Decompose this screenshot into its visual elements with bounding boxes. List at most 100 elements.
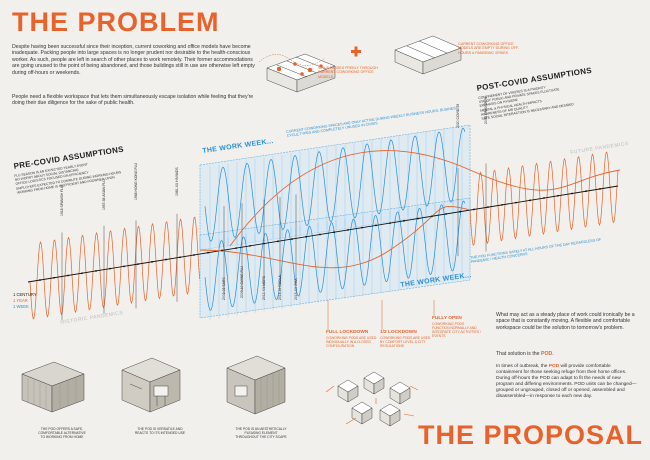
timeline-point xyxy=(347,229,349,231)
year-label: 20XX UNKNOWN xyxy=(484,96,488,124)
year-label: 2002-03 SARS xyxy=(222,277,226,300)
phase-fully-open: FULLY OPEN COWORKING PODS FUNCTION NORMA… xyxy=(432,316,482,338)
timeline-point xyxy=(53,276,55,279)
timeline-point xyxy=(431,215,433,218)
weekly-wave-top xyxy=(204,127,466,242)
year-label: 2014-16 EBOLA xyxy=(278,275,282,300)
pod-cityscape-illustration xyxy=(226,355,286,415)
timeline-point xyxy=(529,199,531,202)
year-label: 2012-XX MERS xyxy=(262,276,266,300)
phase-full-lockdown: FULL LOCKDOWN COWORKING PODS ARE USED IN… xyxy=(326,330,378,348)
timeline-axis xyxy=(27,185,619,283)
timeline-point xyxy=(459,210,461,213)
timeline-point xyxy=(81,272,83,275)
timeline-point xyxy=(543,197,545,199)
legend-century: 1 CENTURY xyxy=(13,292,37,297)
timeline-point xyxy=(473,208,475,211)
office-model-caption: CURRENT COWORKING OFFICE MODELS ARE EMPT… xyxy=(458,42,520,55)
timeline-point xyxy=(193,254,195,256)
phase-text: COWORKING PODS ARE USED INDIVIDUALLY IN … xyxy=(326,335,377,348)
timeline-point xyxy=(501,203,503,206)
timeline-point xyxy=(291,238,293,240)
legend-week: 1 WEEK xyxy=(13,304,29,309)
pod-cluster-diagram xyxy=(325,372,419,427)
timeline-point xyxy=(207,251,209,254)
timeline-point xyxy=(375,224,377,227)
pod-versatile-illustration xyxy=(121,357,181,413)
timeline-point xyxy=(487,206,489,209)
coworking-virus-diagram xyxy=(258,35,462,93)
timeline-point xyxy=(585,190,587,193)
timeline-point xyxy=(235,247,237,250)
timeline-point xyxy=(221,249,223,252)
pod-home-illustration xyxy=(21,361,85,413)
timeline-point xyxy=(599,188,601,190)
year-label: 2020 COVID-19 xyxy=(456,103,460,128)
proposal-title: THE PROPOSAL xyxy=(418,420,644,450)
problem-title: THE PROBLEM xyxy=(12,7,220,37)
problem-paragraph-1: Despite having been successful since the… xyxy=(12,44,255,76)
phase-text: COWORKING PODS ARE USED BY COMFORT LEVEL… xyxy=(380,335,431,348)
legend-year: 1 YEAR xyxy=(13,298,28,303)
timeline-point xyxy=(305,235,307,238)
year-label: 1918 SPANISH FLU xyxy=(60,185,64,216)
yearly-wave-left xyxy=(29,216,200,320)
weekly-wave-bottom xyxy=(204,200,466,311)
pod-illustrations xyxy=(21,355,286,415)
phase-text: COWORKING PODS FUNCTION NORMALLY AND INT… xyxy=(432,321,481,339)
phase-half-lockdown: 1/2 LOCKDOWN COWORKING PODS ARE USED BY … xyxy=(380,330,432,348)
detail-rest: will provide comfortable containment for… xyxy=(496,364,637,399)
year-label: 2009-10 SWINE FLU xyxy=(240,266,244,298)
solution-prefix: That solution is the xyxy=(496,351,541,357)
timeline-point xyxy=(109,267,111,270)
phase-heading: FULLY OPEN xyxy=(432,316,462,321)
timeline-point xyxy=(263,242,265,245)
timeline-point xyxy=(515,201,517,204)
timeline-point xyxy=(445,213,447,215)
timescale-legend: 1 CENTURY 1 YEAR 1 WEEK xyxy=(13,292,37,310)
timeline-point xyxy=(137,263,139,266)
year-label: 1981-XX HIV/AIDS xyxy=(175,167,179,196)
timeline-point xyxy=(123,265,125,268)
timeline-point xyxy=(557,194,559,197)
proposal-detail: In times of outbreak, the POD will provi… xyxy=(496,364,638,400)
timeline-point xyxy=(333,231,335,234)
timeline-point xyxy=(39,279,41,281)
timeline-point xyxy=(67,274,69,277)
timeline-point xyxy=(389,222,391,224)
arrow-icon xyxy=(325,385,419,425)
timeline-point xyxy=(417,217,419,220)
timeline-point xyxy=(319,233,321,236)
virus-icon xyxy=(258,54,326,76)
year-label: 2015-XX ZIKA xyxy=(294,278,298,300)
timeline-point xyxy=(165,258,167,261)
timeline-point xyxy=(571,192,573,195)
year-label: 1957-58 ASIAN FLU xyxy=(102,179,106,210)
timeline-point xyxy=(403,219,405,222)
phase-heading: 1/2 LOCKDOWN xyxy=(380,330,417,335)
proposal-solution: That solution is the POD. xyxy=(496,351,638,357)
timeline-point xyxy=(151,260,153,263)
solution-suffix: . xyxy=(552,351,554,357)
year-label: 1968 HONG KONG FLU xyxy=(134,163,138,200)
yearly-wave-right xyxy=(469,151,619,246)
plus-icon xyxy=(351,46,361,57)
phase-heading: FULL LOCKDOWN xyxy=(326,330,369,335)
future-pandemic-curve xyxy=(229,150,621,247)
virus-caption: VIRUS PASSES FREELY THROUGH CURRENT COWO… xyxy=(318,66,378,79)
proposal-intro: What may act as a steady place of work c… xyxy=(496,312,635,331)
historic-pandemic-curve xyxy=(199,205,471,269)
phase-connectors xyxy=(327,300,435,330)
pod-caption-2: THE POD IS VERSATILE AND REACTS TO ITS I… xyxy=(134,427,186,435)
pod-caption-3: THE POD IS AN AESTHETICALLY PLEASING ELE… xyxy=(235,427,287,439)
pod-caption-1: THE POD OFFERS A SAFE, COMFORTABLE ALTER… xyxy=(38,427,86,439)
timeline-point xyxy=(95,270,97,272)
detail-prefix: In times of outbreak, the xyxy=(496,364,549,369)
work-week-band-bottom xyxy=(199,197,471,319)
pod-keyword: POD xyxy=(540,351,553,357)
timeline-point xyxy=(277,240,279,243)
timeline-point xyxy=(249,244,251,247)
timeline-point xyxy=(179,256,181,259)
problem-paragraph-2: People need a flexible workspace that le… xyxy=(12,94,254,107)
